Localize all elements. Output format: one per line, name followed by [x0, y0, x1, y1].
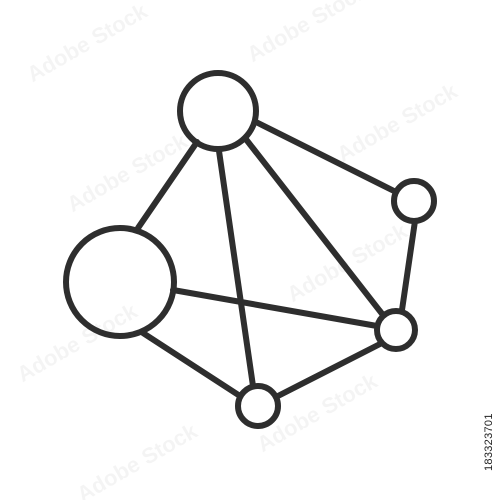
node-circle-right-top	[391, 178, 437, 224]
edge-line	[135, 139, 200, 231]
edge-line	[273, 341, 383, 400]
node-circle-top	[177, 70, 259, 152]
node-circle-right-bottom	[374, 308, 418, 352]
node-circle-bottom	[235, 383, 281, 429]
edge-line	[216, 148, 256, 389]
edge-line	[170, 287, 380, 329]
edge-line	[242, 135, 386, 318]
network-icon-graphic	[63, 70, 437, 429]
edge-line	[253, 119, 399, 195]
stock-id-label: 183323701	[483, 413, 495, 471]
edge-line	[140, 330, 243, 399]
node-circle-large	[63, 225, 177, 339]
edge-line	[399, 218, 418, 313]
